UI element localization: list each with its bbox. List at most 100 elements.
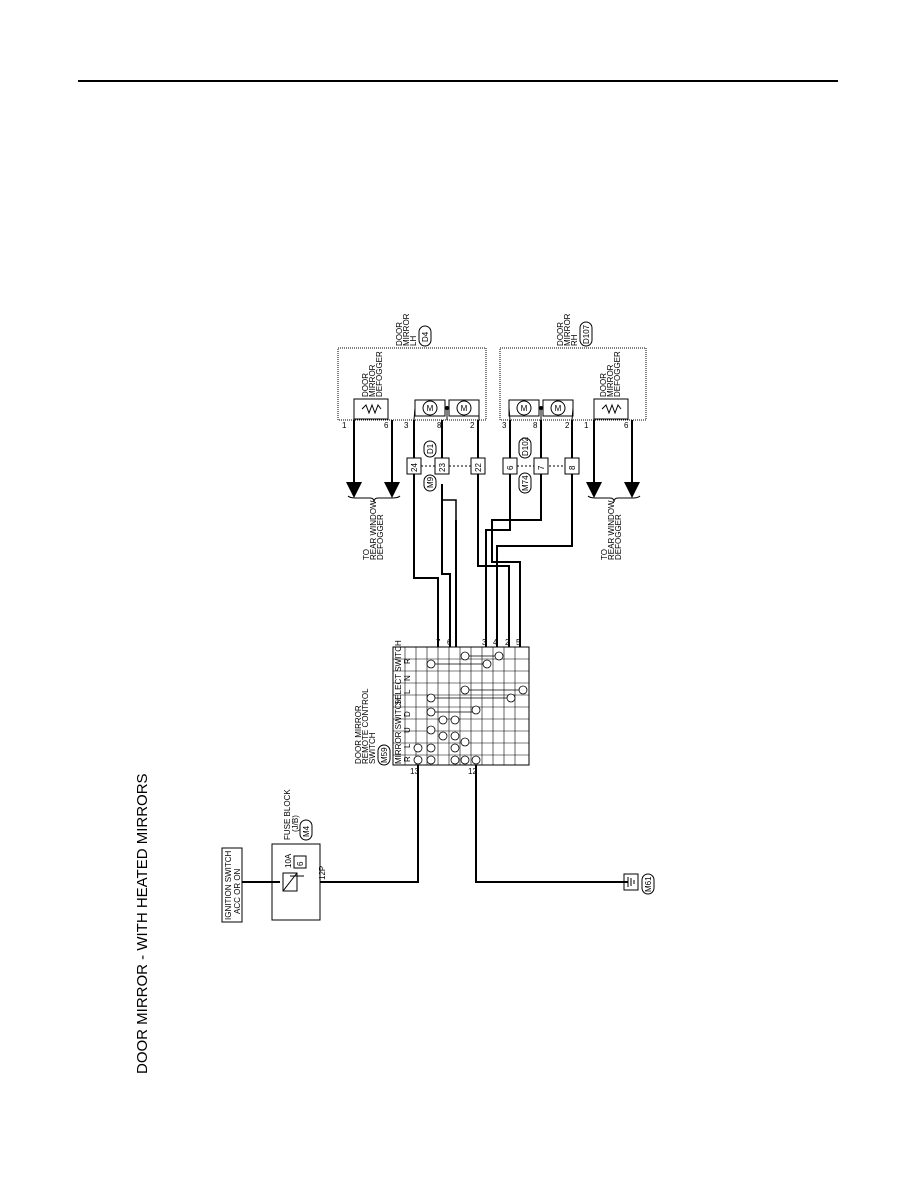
rh-defogger-label-1: DOOR — [599, 373, 608, 397]
lh-pin-8: 8 — [437, 421, 442, 430]
rh-pin-1: 1 — [584, 421, 589, 430]
fuse-label-2: (J/B) — [291, 815, 300, 832]
lh-defogger-label-3: DEFOGGER — [375, 351, 384, 397]
switch-contact — [460, 685, 470, 695]
select-label-r: R — [403, 658, 412, 664]
fuse-number: 6 — [296, 861, 305, 866]
mirror-lh-label-3: LH — [409, 336, 418, 346]
switch-contact — [450, 731, 460, 741]
mirror-lh-connector: D4 — [421, 331, 430, 342]
switch-contact — [450, 715, 460, 725]
lh-harness-upper: D1 — [426, 443, 435, 454]
rh-defogger-brace — [587, 495, 641, 503]
fuse-terminal: 12P — [318, 866, 327, 880]
wire-fuse-switch — [320, 764, 419, 883]
switch-contact — [460, 651, 470, 661]
lh-pin-24: 24 — [410, 463, 419, 472]
lh-defogger-brace — [347, 495, 401, 503]
rh-rear-window-label: TO REAR WINDOW DEFOGGER — [600, 500, 623, 560]
lh-pin-22: 22 — [474, 463, 483, 472]
mirror-label-l: L — [403, 743, 412, 748]
rh-defogger-label-2: MIRROR — [606, 364, 615, 397]
lh-motor-1: M — [427, 404, 434, 413]
switch-contact — [450, 755, 460, 765]
lh-pin-2: 2 — [470, 421, 475, 430]
lh-motor-2: M — [461, 404, 468, 413]
lh-pin-6: 6 — [384, 421, 389, 430]
switch-grid — [393, 647, 529, 765]
switch-contact — [426, 693, 436, 703]
select-switch-header: SELECT SWITCH — [394, 640, 403, 705]
switch-label-2: REMOTE CONTROL — [361, 688, 370, 764]
switch-contact — [426, 707, 436, 717]
rh-rear-label-1: TO — [600, 549, 609, 560]
fuse-amp: 10A — [284, 853, 293, 868]
switch-contact — [438, 731, 448, 741]
lh-harness-lower: M9 — [426, 476, 435, 488]
switch-contact — [482, 659, 492, 669]
switch-pin-4: 4 — [493, 638, 498, 647]
switch-pin-2: 2 — [505, 638, 510, 647]
ignition-label-2: ACC OR ON — [233, 868, 242, 914]
rh-harness-connector: 6 7 8 D102 M74 — [502, 430, 580, 494]
ground-symbol: M61 — [623, 873, 655, 895]
switch-contact — [518, 685, 528, 695]
switch-pin-5: 5 — [516, 638, 521, 647]
rh-harness-upper: D102 — [521, 436, 530, 456]
rh-pin-8: 8 — [568, 465, 577, 470]
lh-pin-23: 23 — [438, 463, 447, 472]
rh-pin-7: 7 — [537, 465, 546, 470]
mirror-switch-header: MIRROR SWITCH — [394, 698, 403, 764]
switch-pin-12: 12 — [468, 767, 477, 776]
switch-contact — [426, 743, 436, 753]
switch-contact — [450, 743, 460, 753]
wire-ground — [475, 764, 628, 883]
mirror-lh-label-1: DOOR — [395, 322, 404, 346]
ignition-label-1: IGNITION SWITCH — [224, 850, 233, 920]
rh-defogger-label-3: DEFOGGER — [613, 351, 622, 397]
switch-contact — [426, 725, 436, 735]
mirror-rh-connector: D107 — [582, 324, 591, 344]
ignition-switch: IGNITION SWITCH ACC OR ON — [221, 847, 243, 923]
door-mirror-lh: DOOR MIRROR LH D4 DOOR MIRROR DEFOGGER M… — [337, 313, 487, 430]
switch-contact — [426, 659, 436, 669]
mirror-rh-label-2: MIRROR — [563, 313, 572, 346]
switch-contact — [460, 755, 470, 765]
rh-motor-1: M — [521, 404, 528, 413]
rh-pin-8: 8 — [533, 421, 538, 430]
lh-defogger-label-1: DOOR — [361, 373, 370, 397]
switch-contact — [413, 755, 423, 765]
switch-contact — [460, 737, 470, 747]
lh-pin-1: 1 — [342, 421, 347, 430]
lh-rear-label-1: TO — [362, 549, 371, 560]
switch-contacts — [413, 651, 528, 765]
switch-contact — [426, 755, 436, 765]
lh-harness-connector: 24 23 22 D1 M9 — [406, 430, 486, 492]
switch-label-3: SWITCH — [368, 732, 377, 764]
lh-rear-label-2: REAR WINDOW — [369, 500, 378, 560]
lh-pin-3: 3 — [404, 421, 409, 430]
rh-motor-2: M — [555, 404, 562, 413]
switch-contact — [494, 651, 504, 661]
select-label-n: N — [403, 675, 412, 681]
harness-wires — [413, 474, 573, 647]
switch-pin-13: 13 — [410, 767, 419, 776]
select-label-l: L — [403, 689, 412, 694]
rh-rear-label-2: REAR WINDOW — [607, 500, 616, 560]
fuse-block: 10A 6 12P FUSE BLOCK (J/B) M4 — [271, 789, 327, 921]
switch-contact — [413, 743, 423, 753]
lh-rear-window-label: TO REAR WINDOW DEFOGGER — [362, 500, 385, 560]
rh-rear-label-3: DEFOGGER — [614, 514, 623, 560]
mirror-label-r: R — [403, 756, 412, 762]
header-rule — [78, 80, 838, 82]
rh-harness-lower: M74 — [521, 475, 530, 491]
switch-contact — [438, 715, 448, 725]
mirror-lh-label-2: MIRROR — [402, 313, 411, 346]
rh-pin-6: 6 — [624, 421, 629, 430]
lh-defogger-label-2: MIRROR — [368, 364, 377, 397]
mirror-rh-label-1: DOOR — [556, 322, 565, 346]
switch-contact — [471, 755, 481, 765]
door-mirror-rh: DOOR MIRROR RH D107 M M DOOR MIRROR DEFO… — [499, 313, 647, 430]
switch-label-1: DOOR MIRROR — [354, 705, 363, 764]
